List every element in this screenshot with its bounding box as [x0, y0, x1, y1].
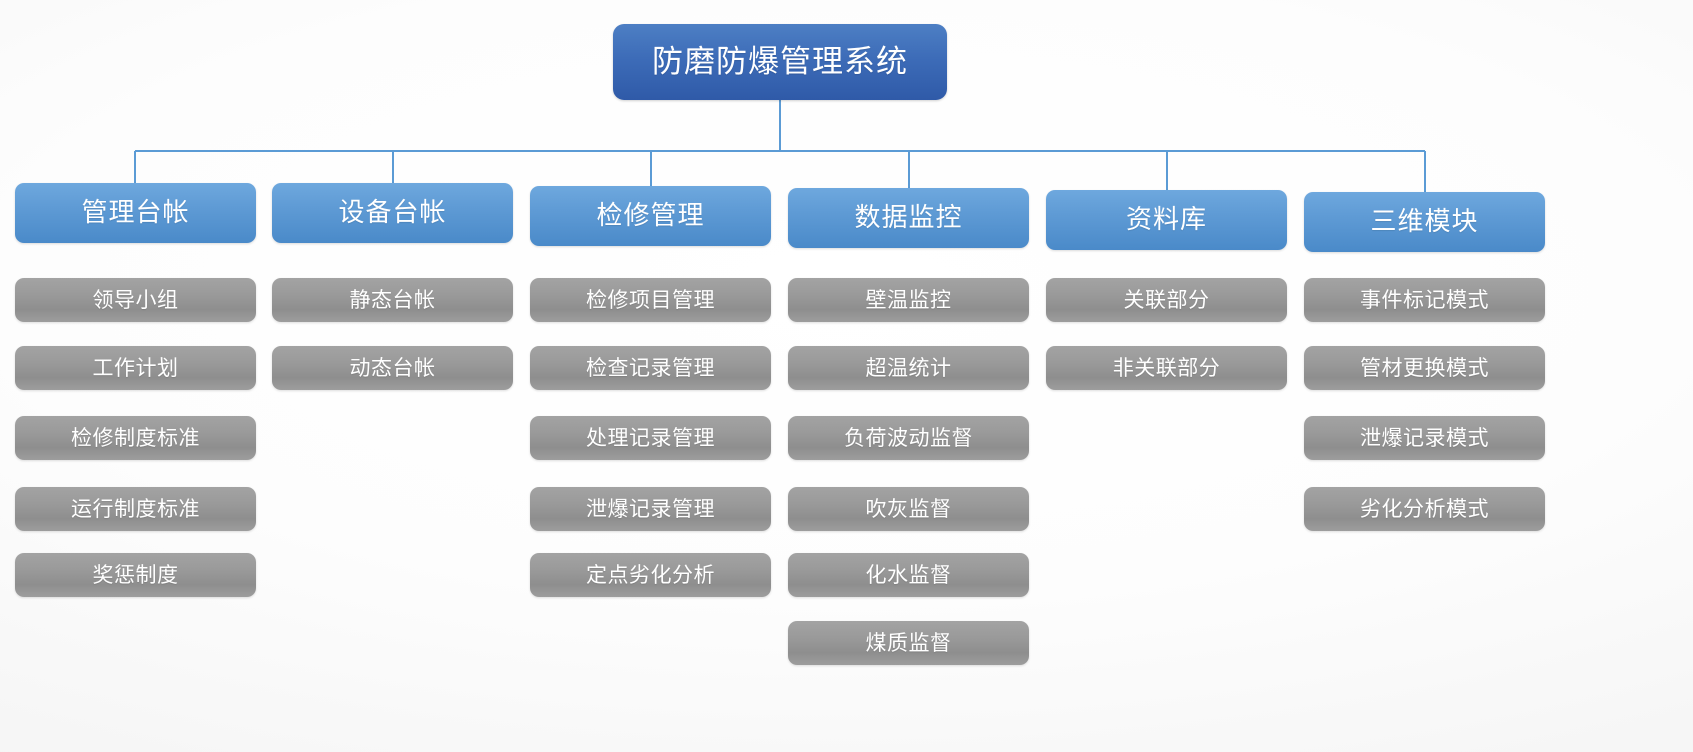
leaf-node-2-2-label: 动态台帐: [349, 355, 436, 380]
branch-node-6[interactable]: 三维模块: [1304, 192, 1545, 252]
leaf-node-6-3-label: 泄爆记录模式: [1360, 425, 1489, 450]
leaf-node-3-2-label: 检查记录管理: [586, 355, 715, 380]
branch-node-5-label: 资料库: [1125, 205, 1207, 235]
leaf-node-4-6[interactable]: 煤质监督: [788, 621, 1029, 665]
leaf-node-3-4-label: 泄爆记录管理: [586, 496, 715, 521]
leaf-node-4-1-label: 壁温监控: [865, 287, 952, 312]
branch-node-4-label: 数据监控: [854, 203, 963, 233]
leaf-node-3-3[interactable]: 处理记录管理: [530, 416, 771, 460]
branch-node-1-label: 管理台帐: [81, 198, 190, 228]
branch-node-3[interactable]: 检修管理: [530, 186, 771, 246]
leaf-node-4-2[interactable]: 超温统计: [788, 346, 1029, 390]
root-node-label: 防磨防爆管理系统: [652, 43, 908, 80]
leaf-node-1-1-label: 领导小组: [92, 287, 179, 312]
leaf-node-6-3[interactable]: 泄爆记录模式: [1304, 416, 1545, 460]
leaf-node-3-3-label: 处理记录管理: [586, 425, 715, 450]
leaf-node-1-5[interactable]: 奖惩制度: [15, 553, 256, 597]
leaf-node-5-2[interactable]: 非关联部分: [1046, 346, 1287, 390]
leaf-node-2-1[interactable]: 静态台帐: [272, 278, 513, 322]
leaf-node-3-4[interactable]: 泄爆记录管理: [530, 487, 771, 531]
leaf-node-1-1[interactable]: 领导小组: [15, 278, 256, 322]
leaf-node-6-2[interactable]: 管材更换模式: [1304, 346, 1545, 390]
leaf-node-5-1[interactable]: 关联部分: [1046, 278, 1287, 322]
leaf-node-4-6-label: 煤质监督: [865, 630, 952, 655]
leaf-node-3-2[interactable]: 检查记录管理: [530, 346, 771, 390]
branch-node-2[interactable]: 设备台帐: [272, 183, 513, 243]
branch-node-5[interactable]: 资料库: [1046, 190, 1287, 250]
leaf-node-6-1-label: 事件标记模式: [1360, 287, 1489, 312]
leaf-node-1-5-label: 奖惩制度: [92, 562, 179, 587]
leaf-node-6-4-label: 劣化分析模式: [1360, 496, 1489, 521]
leaf-node-4-1[interactable]: 壁温监控: [788, 278, 1029, 322]
leaf-node-6-2-label: 管材更换模式: [1360, 355, 1489, 380]
leaf-node-1-3[interactable]: 检修制度标准: [15, 416, 256, 460]
leaf-node-4-5[interactable]: 化水监督: [788, 553, 1029, 597]
leaf-node-3-1-label: 检修项目管理: [586, 287, 715, 312]
leaf-node-1-2[interactable]: 工作计划: [15, 346, 256, 390]
leaf-node-1-3-label: 检修制度标准: [71, 425, 200, 450]
leaf-node-1-4-label: 运行制度标准: [71, 496, 200, 521]
leaf-node-1-2-label: 工作计划: [92, 355, 179, 380]
branch-node-4[interactable]: 数据监控: [788, 188, 1029, 248]
branch-node-2-label: 设备台帐: [338, 198, 447, 228]
leaf-node-4-5-label: 化水监督: [865, 562, 952, 587]
root-node[interactable]: 防磨防爆管理系统: [613, 24, 947, 100]
leaf-node-3-5-label: 定点劣化分析: [586, 562, 715, 587]
leaf-node-6-1[interactable]: 事件标记模式: [1304, 278, 1545, 322]
leaf-node-3-5[interactable]: 定点劣化分析: [530, 553, 771, 597]
leaf-node-4-4[interactable]: 吹灰监督: [788, 487, 1029, 531]
leaf-node-4-3-label: 负荷波动监督: [844, 425, 973, 450]
leaf-node-5-1-label: 关联部分: [1123, 287, 1210, 312]
leaf-node-4-2-label: 超温统计: [865, 355, 952, 380]
leaf-node-4-4-label: 吹灰监督: [865, 496, 952, 521]
leaf-node-5-2-label: 非关联部分: [1112, 355, 1221, 380]
leaf-node-3-1[interactable]: 检修项目管理: [530, 278, 771, 322]
branch-node-1[interactable]: 管理台帐: [15, 183, 256, 243]
leaf-node-1-4[interactable]: 运行制度标准: [15, 487, 256, 531]
leaf-node-2-2[interactable]: 动态台帐: [272, 346, 513, 390]
leaf-node-2-1-label: 静态台帐: [349, 287, 436, 312]
leaf-node-4-3[interactable]: 负荷波动监督: [788, 416, 1029, 460]
branch-node-3-label: 检修管理: [596, 201, 705, 231]
branch-node-6-label: 三维模块: [1370, 207, 1479, 237]
leaf-node-6-4[interactable]: 劣化分析模式: [1304, 487, 1545, 531]
